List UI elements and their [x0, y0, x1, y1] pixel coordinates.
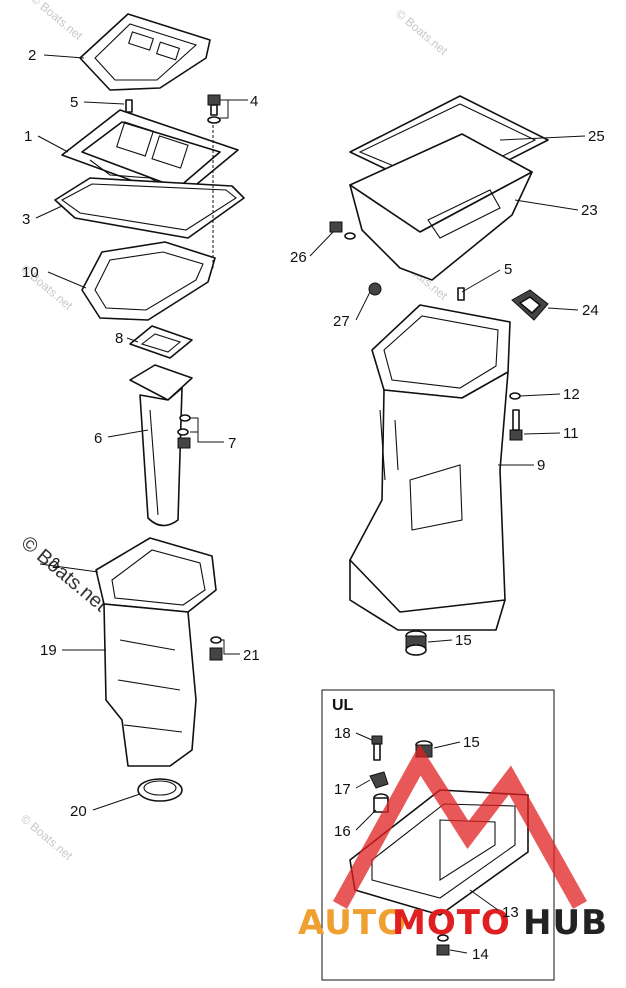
callout-9: 9 [537, 457, 545, 474]
callout-5b: 5 [504, 261, 512, 278]
logo-text-hub: HUB [523, 903, 608, 943]
callout-1: 1 [24, 128, 32, 145]
callout-23: 23 [581, 202, 598, 219]
part-2-gasket-top [79, 13, 211, 91]
part-1-exhaust-plate [61, 109, 239, 199]
callout-24: 24 [582, 302, 599, 319]
part-8-gasket [129, 325, 193, 359]
callout-4: 4 [250, 93, 258, 110]
inset-title: UL [332, 697, 354, 714]
callout-13: 13 [502, 904, 519, 921]
inset-part-17-clip [369, 771, 389, 789]
callouts: 2 5 4 1 3 10 8 6 7 2 19 21 20 25 23 26 2… [22, 47, 605, 963]
callout-14: 14 [472, 946, 489, 963]
callout-20: 20 [70, 803, 87, 820]
part-9-driveshaft-housing [349, 304, 511, 631]
callout-17: 17 [334, 781, 351, 798]
part-6-exhaust-pipe [129, 364, 193, 527]
logo-text-moto: MOTO [392, 903, 511, 943]
callout-12: 12 [563, 386, 580, 403]
automotohub-logo: AUTO MOTO HUB [298, 744, 608, 943]
part-20-seal-ring [137, 778, 183, 802]
part-11-bolt [509, 409, 523, 441]
callout-5: 5 [70, 94, 78, 111]
callout-3: 3 [22, 211, 30, 228]
part-21-bolt [209, 636, 223, 661]
watermark: © Boats.net [28, 0, 86, 43]
part-5-dowel-pin [125, 99, 133, 113]
part-23-oil-pan [349, 133, 533, 281]
inset-frame [321, 689, 555, 981]
callout-25: 25 [588, 128, 605, 145]
callout-16: 16 [334, 823, 351, 840]
logo-text-auto: AUTO [298, 903, 407, 943]
callout-10: 10 [22, 264, 39, 281]
watermark: © Boats.net [393, 7, 451, 59]
part-5-dowel-pin-right [457, 287, 465, 301]
callout-15: 15 [455, 632, 472, 649]
callout-7: 7 [228, 435, 236, 452]
leader-lines [35, 54, 586, 954]
part-3-seal [54, 177, 245, 239]
inset-part-14-bolt [436, 934, 450, 956]
callout-8: 8 [115, 330, 123, 347]
callout-19: 19 [40, 642, 57, 659]
part-10-gasket [81, 241, 216, 321]
part-4-bolt [207, 94, 221, 124]
inset-part-16-collar [373, 793, 389, 813]
callout-26: 26 [290, 249, 307, 266]
callout-11: 11 [563, 425, 579, 442]
inset-part-18-bolt [371, 735, 383, 761]
watermark: © Boats.net [18, 812, 76, 864]
part-24-mount [511, 289, 549, 321]
part-26-bolt [329, 221, 356, 240]
callout-27: 27 [333, 313, 350, 330]
callout-2b: 2 [52, 555, 60, 572]
callout-18: 18 [334, 725, 351, 742]
part-15-grommet [405, 630, 427, 656]
callout-15b: 15 [463, 734, 480, 751]
callout-2: 2 [28, 47, 36, 64]
part-12-washer [509, 392, 521, 400]
part-27-plug [368, 282, 382, 296]
callout-21: 21 [243, 647, 260, 664]
part-19-exhaust-housing [95, 537, 217, 767]
callout-6: 6 [94, 430, 102, 447]
